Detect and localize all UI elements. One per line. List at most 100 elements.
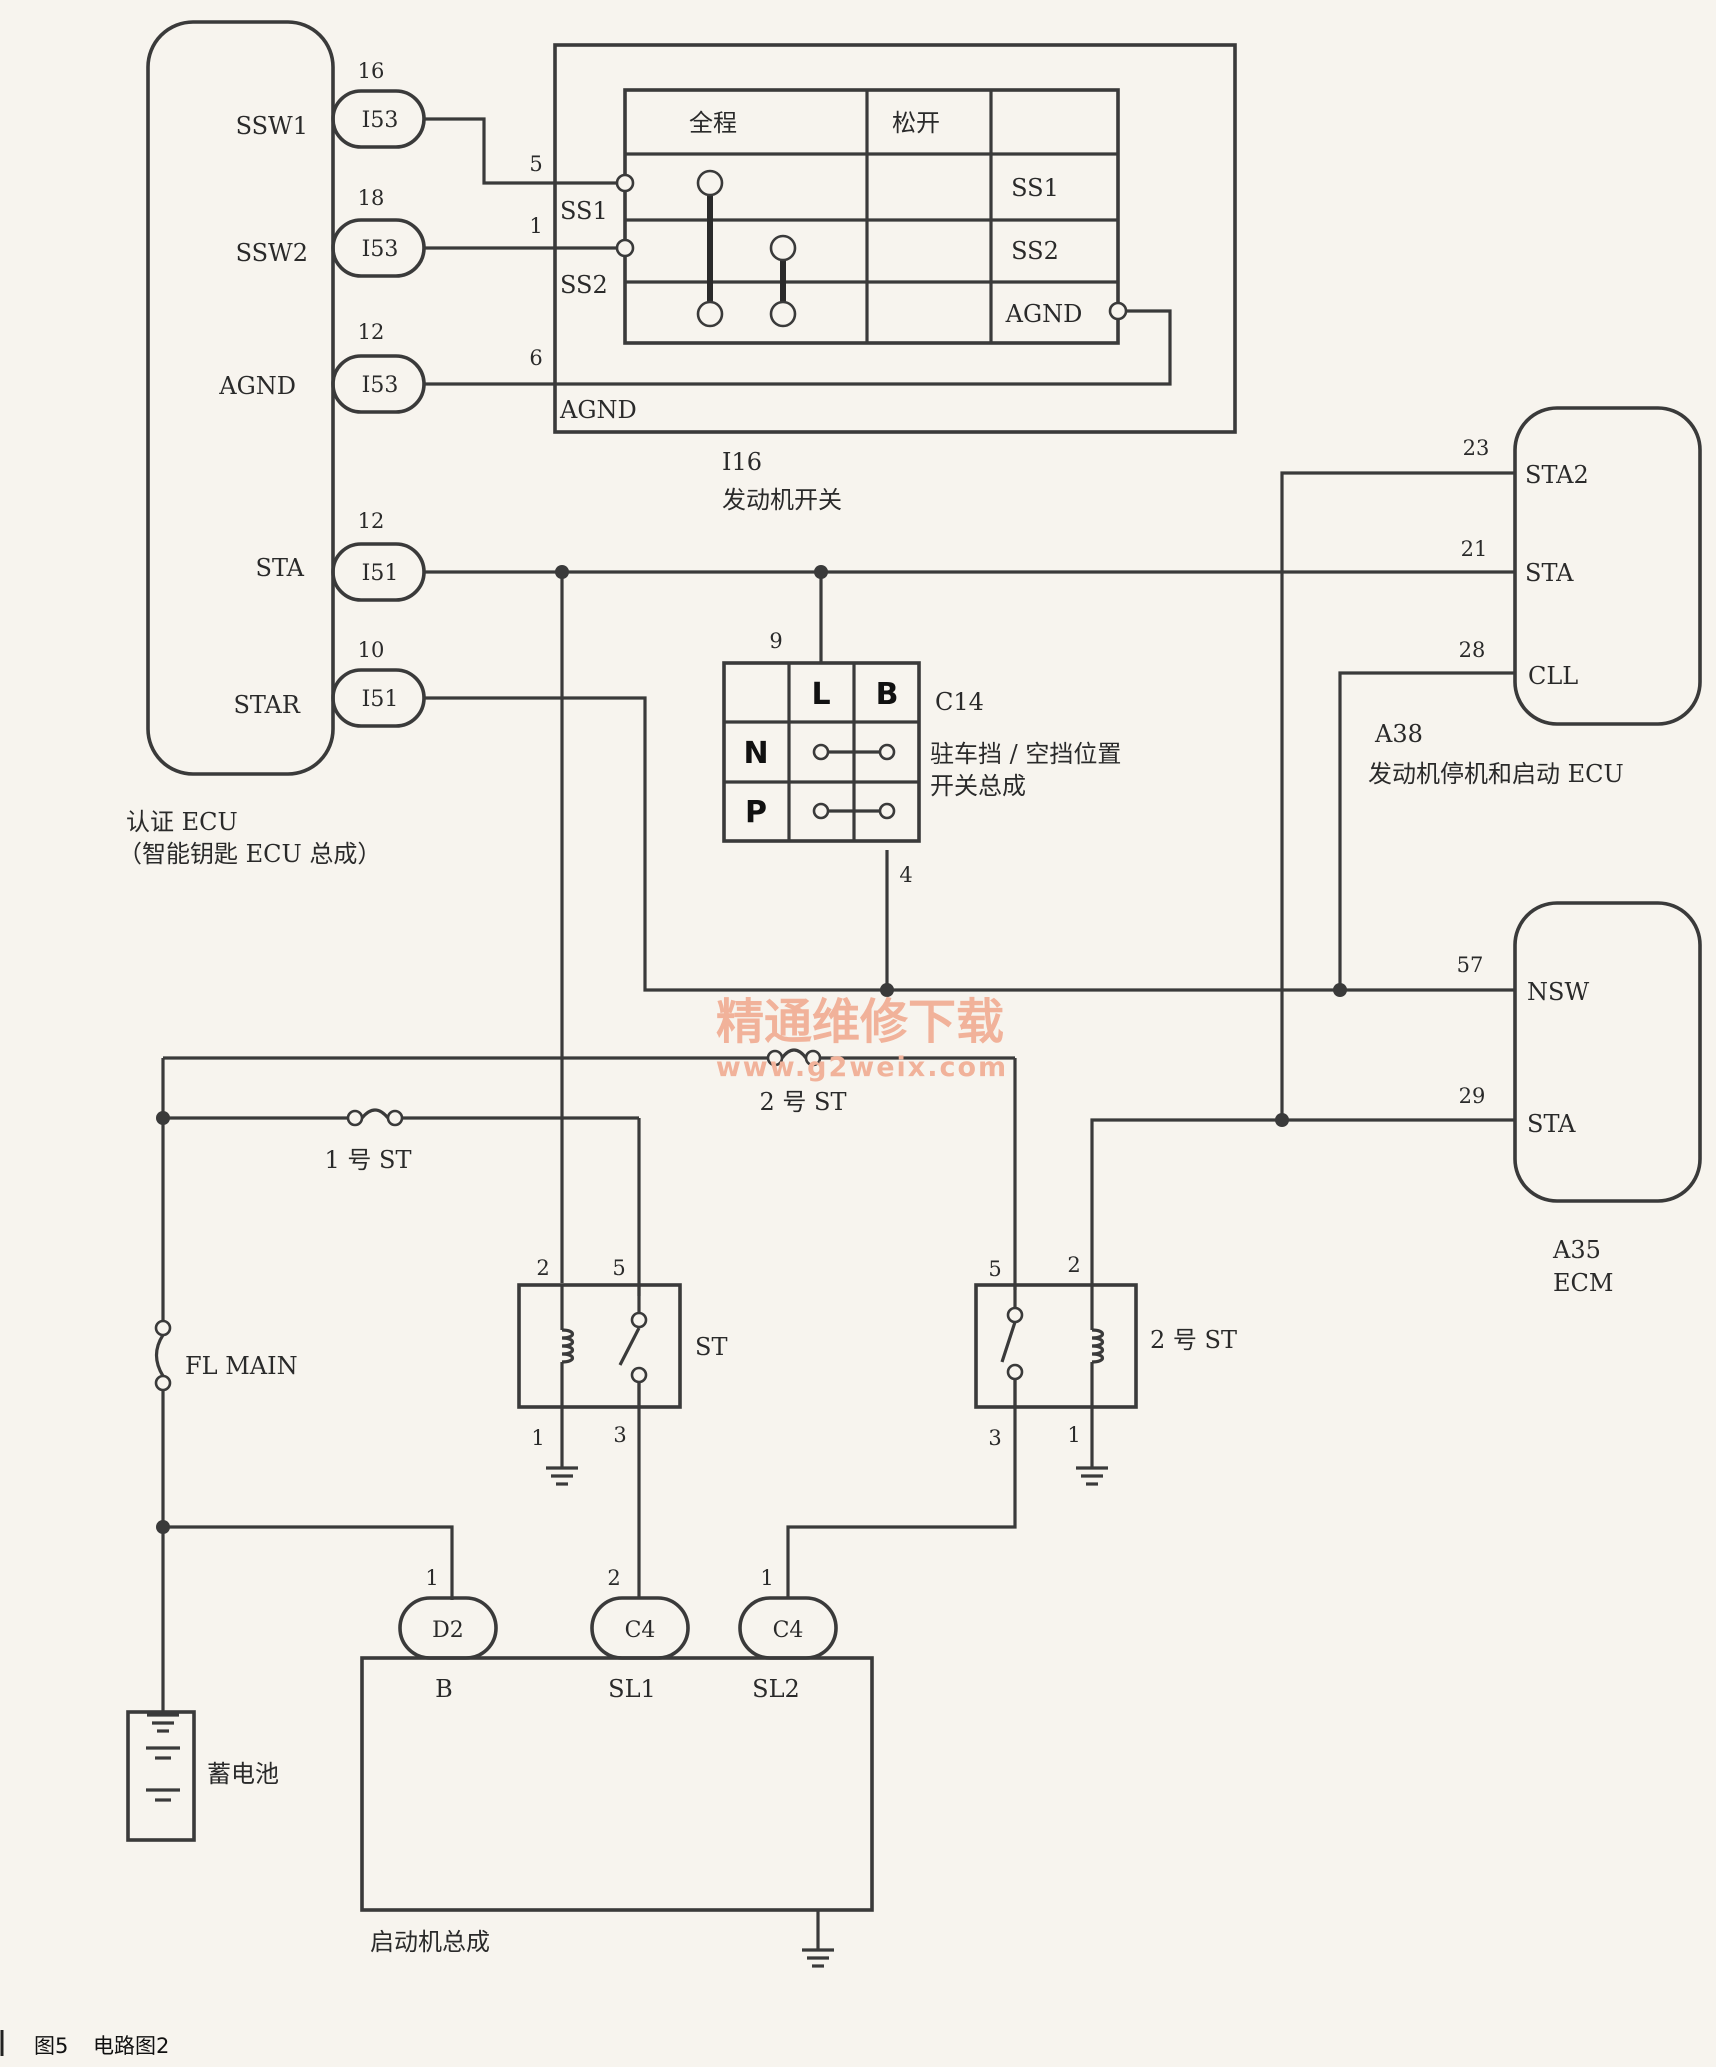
relay-st2: 2 号 ST 5 2 3 1 — [974, 1253, 1237, 1450]
pin-number-ssw2: 18 — [358, 186, 385, 210]
ground-relay-st — [546, 1466, 578, 1486]
battery-body — [126, 1710, 196, 1842]
switch-terminal-ss1: SS1 — [560, 197, 608, 225]
nsw-switch-name-2: 开关总成 — [930, 772, 1026, 800]
switch-header-release: 松开 — [892, 109, 940, 137]
fuse-fl-main — [154, 1319, 172, 1392]
nsw-switch-body — [722, 661, 921, 843]
pin-number-star: 10 — [358, 638, 385, 662]
relay-st-body — [517, 1283, 682, 1409]
stop-start-ecu-pin-sta2: STA2 — [1525, 461, 1589, 489]
auth-ecu-name: 认证 ECU — [126, 808, 238, 836]
figure-number: 图5 — [34, 2034, 68, 2058]
starter-connector-sl1-label: C4 — [625, 1618, 656, 1643]
engine-switch-code: I16 — [722, 448, 762, 476]
starter: D2 C4 C4 1 2 1 B SL1 SL2 启动机总成 — [360, 1566, 874, 1956]
stop-start-ecu-pinno-sta2: 23 — [1463, 436, 1490, 460]
stop-start-ecu-pinno-cll: 28 — [1459, 638, 1486, 662]
starter-pin-b: 1 — [425, 1566, 438, 1590]
nsw-row-p: P — [745, 795, 767, 830]
connector-label-star: I51 — [362, 687, 399, 712]
watermark-title: 精通维修下载 — [716, 994, 1004, 1050]
ground-relay-st2 — [1076, 1466, 1108, 1486]
stop-start-ecu-body — [1513, 406, 1702, 726]
pin-number-ssw1: 16 — [358, 59, 385, 83]
ecm-body — [1513, 901, 1702, 1203]
battery: 蓄电池 — [126, 1710, 279, 1842]
nsw-pin-top: 9 — [769, 629, 782, 653]
engine-switch-name: 发动机开关 — [722, 486, 842, 514]
auth-ecu: SSW1 SSW2 AGND STA STAR I53 I53 I53 I51 … — [118, 20, 426, 868]
starter-pin-sl1: 2 — [607, 1566, 620, 1590]
starter-terminal-sl2: SL2 — [752, 1675, 800, 1703]
switch-row-ss2: SS2 — [1011, 237, 1059, 265]
starter-connector-sl1 — [590, 1596, 690, 1660]
stop-start-ecu: STA2 STA CLL 23 21 28 A38 发动机停机和启动 ECU — [1368, 406, 1702, 788]
starter-pin-sl2: 1 — [760, 1566, 773, 1590]
fuse-st1-label: 1 号 ST — [325, 1146, 412, 1174]
stop-start-ecu-code: A38 — [1374, 720, 1423, 748]
switch-terminal-agnd: AGND — [559, 396, 637, 424]
stop-start-ecu-pinno-sta: 21 — [1461, 537, 1488, 561]
figure-title: 电路图2 — [93, 2034, 169, 2058]
ecm: NSW STA 57 29 A35 ECM — [1457, 901, 1702, 1297]
nsw-col-l: L — [811, 677, 830, 712]
connector-label-ssw2: I53 — [362, 237, 399, 262]
auth-ecu-body — [146, 20, 335, 776]
engine-switch-table — [623, 88, 1120, 345]
switch-pin-ss2: 1 — [529, 214, 542, 238]
relay-st2-body — [974, 1283, 1138, 1409]
stop-start-ecu-pin-sta: STA — [1525, 559, 1574, 587]
starter-connector-b-label: D2 — [432, 1618, 464, 1643]
battery-label: 蓄电池 — [207, 1760, 279, 1788]
ecm-pin-sta: STA — [1527, 1110, 1576, 1138]
ecm-pinno-sta: 29 — [1459, 1084, 1486, 1108]
relay-st2-label: 2 号 ST — [1150, 1326, 1237, 1354]
watermark-url: www.g2weix.com — [716, 1052, 1008, 1083]
auth-ecu-pin-ssw2: SSW2 — [236, 239, 308, 267]
ecm-code: A35 — [1552, 1236, 1601, 1264]
fuse-st2-label: 2 号 ST — [760, 1088, 847, 1116]
auth-ecu-pin-agnd: AGND — [218, 372, 296, 400]
engine-switch-body — [553, 43, 1237, 434]
starter-connector-b — [398, 1596, 498, 1660]
relay-st: ST 2 5 1 3 — [517, 1256, 727, 1450]
ecm-name: ECM — [1553, 1269, 1613, 1297]
ecm-pin-nsw: NSW — [1527, 978, 1589, 1006]
stop-start-ecu-pin-cll: CLL — [1528, 662, 1578, 690]
fuse-st2 — [766, 1048, 822, 1067]
auth-ecu-pin-ssw1: SSW1 — [236, 112, 308, 140]
relay-st-pin5: 5 — [612, 1256, 625, 1280]
starter-terminal-b: B — [435, 1675, 453, 1703]
fuse-fl-main-label: FL MAIN — [185, 1352, 298, 1380]
fuse-st1 — [346, 1108, 404, 1127]
relay-st2-pin3: 3 — [988, 1426, 1001, 1450]
ground-starter — [802, 1910, 834, 1968]
relay-st2-pin2: 2 — [1067, 1253, 1080, 1277]
starter-label: 启动机总成 — [370, 1928, 490, 1956]
auth-ecu-pin-star: STAR — [233, 691, 300, 719]
switch-row-agnd: AGND — [1005, 300, 1083, 328]
stop-start-ecu-name: 发动机停机和启动 ECU — [1368, 760, 1624, 788]
relay-st-pin3: 3 — [613, 1423, 626, 1447]
auth-ecu-subname: （智能钥匙 ECU 总成） — [118, 840, 381, 868]
switch-row-ss1: SS1 — [1011, 174, 1059, 202]
nsw-col-b: B — [876, 677, 899, 712]
connector-label-ssw1: I53 — [362, 108, 399, 133]
relay-st-label: ST — [695, 1333, 727, 1361]
ground-battery — [147, 1713, 179, 1733]
switch-header-full: 全程 — [689, 109, 737, 137]
switch-pin-ss1: 5 — [529, 152, 542, 176]
switch-pin-agnd: 6 — [529, 346, 542, 370]
relay-st-pin2: 2 — [536, 1256, 549, 1280]
nsw-row-n: N — [743, 736, 768, 771]
switch-terminal-ss2: SS2 — [560, 271, 608, 299]
relay-st2-pin1: 1 — [1067, 1423, 1080, 1447]
nsw-pin-bottom: 4 — [899, 863, 912, 887]
relay-st2-pin5: 5 — [988, 1257, 1001, 1281]
nsw-switch: L B N P 9 4 C14 驻车挡 / 空挡位置 开关总成 — [722, 629, 1121, 887]
starter-connector-sl2-label: C4 — [773, 1618, 804, 1643]
engine-switch: 全程 松开 SS1 SS2 AGND SS1 SS2 AGND 5 1 6 I1… — [529, 43, 1237, 514]
wires — [156, 117, 1515, 1715]
